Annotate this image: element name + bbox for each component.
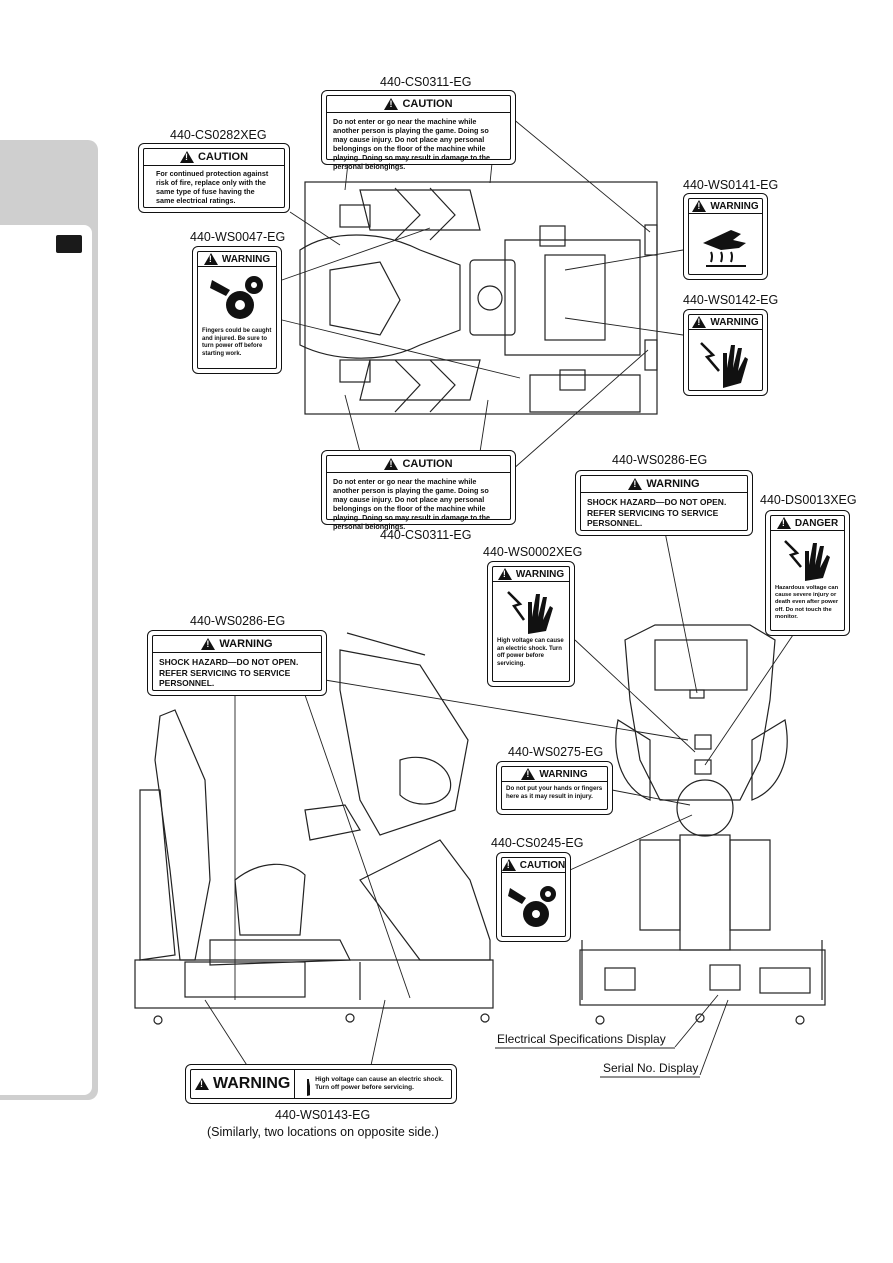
label-text: High voltage can cause an electric shock… [315,1075,444,1091]
top-view-machine [299,181,658,415]
warning-triangle-icon [203,253,218,265]
label-code-ws0143: 440-WS0143-EG [275,1108,371,1122]
warning-triangle-icon [628,478,643,490]
gear-hand-icon [507,886,556,927]
warning-label-ws0141: WARNING [683,193,768,280]
electric-shock-hand-icon [307,1079,311,1096]
label-code-ws0286-left: 440-WS0286-EG [190,614,286,628]
label-title: WARNING [710,316,759,328]
label-title: CAUTION [519,859,566,871]
label-note-ws0143: (Similarly, two locations on opposite si… [207,1125,439,1139]
warning-triangle-icon [195,1078,209,1090]
warning-label-ws0275: WARNING Do not put your hands or fingers… [496,761,613,815]
warning-triangle-icon [384,98,399,110]
label-code-ws0142: 440-WS0142-EG [683,293,779,307]
label-title: WARNING [221,253,271,265]
label-text: Fingers could be caught and injured. Be … [202,328,272,357]
label-title: CAUTION [402,458,453,470]
label-title: WARNING [539,768,588,780]
warning-triangle-icon [179,151,194,163]
label-title: CAUTION [197,151,249,163]
warning-label-ws0142: WARNING [683,309,768,396]
warning-label-ws0286-left: WARNING SHOCK HAZARD—DO NOT OPEN. REFER … [147,630,327,696]
label-title: WARNING [515,568,565,580]
warning-label-ws0143: WARNING High voltage can cause an electr… [185,1064,457,1104]
warning-triangle-icon [384,458,399,470]
warning-triangle-icon [521,768,536,780]
gear-hand-icon [210,276,263,319]
front-view-machine [579,624,826,1025]
label-title: CAUTION [402,98,453,110]
warning-triangle-icon [497,568,512,580]
warning-triangle-icon [776,517,791,529]
label-title: WARNING [710,200,759,212]
label-text: For continued protection against risk of… [156,169,269,205]
chapter-marker [56,235,82,253]
electric-shock-hand-icon [699,342,748,388]
caution-label-cs0282: CAUTION For continued protection against… [138,143,290,213]
label-code-cs0311-bottom: 440-CS0311-EG [380,528,472,542]
warning-triangle-icon [501,859,516,871]
label-text: SHOCK HAZARD—DO NOT OPEN. REFER SERVICIN… [159,657,299,689]
warning-triangle-icon [692,316,707,328]
label-code-cs0282: 440-CS0282XEG [170,128,267,142]
warning-triangle-icon [201,638,216,650]
label-code-ds0013: 440-DS0013XEG [760,493,857,507]
caution-label-cs0311-top: CAUTION Do not enter or go near the mach… [321,90,516,171]
label-text: Hazardous voltage can cause severe injur… [775,585,839,620]
warning-label-ws0047: WARNING Fingers could be caught and inju… [192,246,282,374]
electrical-specifications-display-label: Electrical Specifications Display [497,1032,666,1046]
label-code-ws0286-right: 440-WS0286-EG [612,453,708,467]
label-text: Do not enter or go near the machine whil… [333,117,490,171]
label-code-cs0311-top: 440-CS0311-EG [380,75,472,89]
label-code-ws0047: 440-WS0047-EG [190,230,286,244]
label-code-cs0245: 440-CS0245-EG [491,836,584,850]
label-code-ws0002: 440-WS0002XEG [483,545,583,559]
caution-label-cs0245: CAUTION [496,852,571,942]
electric-shock-hand-icon [783,540,830,581]
danger-label-ds0013: DANGER Hazardous voltage can cause sever… [765,510,850,636]
warning-label-ws0286-right: WARNING SHOCK HAZARD—DO NOT OPEN. REFER … [575,470,753,536]
side-tab-panel [0,225,92,1095]
label-title: DANGER [794,517,839,529]
label-text: Do not enter or go near the machine whil… [333,477,490,531]
label-text: Do not put your hands or fingers here as… [506,785,603,800]
label-title: WARNING [219,638,273,650]
warning-label-ws0002: WARNING High voltage can cause an electr… [487,561,575,687]
label-code-ws0275: 440-WS0275-EG [508,745,604,759]
label-title: WARNING [213,1075,291,1092]
label-title: WARNING [646,478,700,490]
warning-triangle-icon [692,200,707,212]
side-view-machine [134,632,494,1025]
label-code-ws0141: 440-WS0141-EG [683,178,779,192]
label-text: SHOCK HAZARD—DO NOT OPEN. REFER SERVICIN… [587,497,727,529]
caution-label-cs0311-bottom: CAUTION Do not enter or go near the mach… [321,450,516,531]
hot-surface-hand-icon [702,230,746,267]
serial-no-display-label: Serial No. Display [603,1061,699,1075]
electric-shock-hand-icon [507,591,553,634]
label-text: High voltage can cause an electric shock… [497,638,564,667]
